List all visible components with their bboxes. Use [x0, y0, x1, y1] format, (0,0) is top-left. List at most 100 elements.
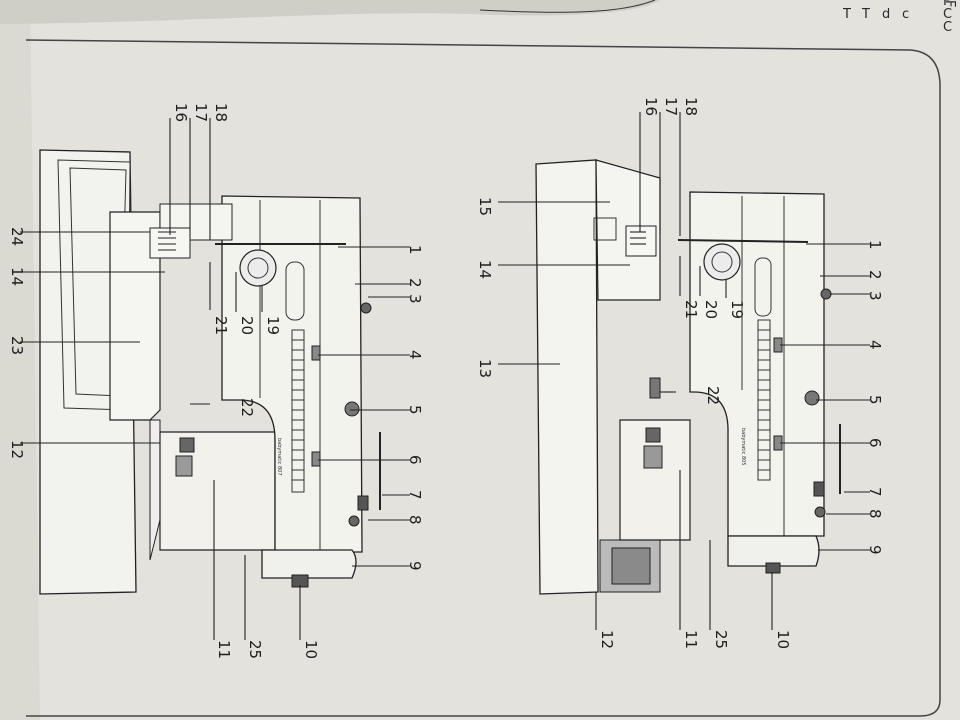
callout-label: 23: [8, 336, 26, 355]
presser-foot: [630, 231, 646, 245]
callout-label: 16: [642, 97, 660, 116]
tension-dial: [703, 243, 741, 281]
callout-label: 5: [406, 405, 424, 415]
callout-label: 20: [702, 300, 720, 319]
callout-label: 11: [682, 630, 700, 649]
callout-label: 12: [8, 440, 26, 459]
callout-label: 25: [246, 640, 264, 659]
fold-curve: [479, 0, 656, 13]
motor-vent: [611, 547, 651, 585]
stitch-selector-panel: [291, 329, 305, 493]
free-arm: [109, 211, 161, 421]
callout-label: 6: [406, 455, 424, 465]
callout-labels-807: 1 2 3 4 5 6 7 8 9 10 11 12 14 16 17 18 1…: [8, 103, 424, 659]
spool-pin: [179, 437, 195, 453]
thread-window: [285, 261, 305, 321]
handwheel: [727, 535, 820, 567]
knob-3: [820, 288, 832, 300]
edge-char: T: [861, 7, 870, 22]
needle-assembly: [625, 225, 657, 257]
callout-label: 2: [406, 278, 424, 288]
edge-char: T: [842, 7, 851, 22]
callout-label: 4: [406, 350, 424, 360]
stitch-selector-cells: [292, 339, 304, 481]
callout-label: 6: [866, 438, 884, 448]
callout-label: 22: [704, 386, 722, 405]
callout-label: 10: [302, 640, 320, 659]
callout-label: 8: [406, 515, 424, 525]
callout-label: 19: [264, 316, 282, 335]
thread-window: [754, 257, 772, 317]
knob-8: [348, 515, 360, 527]
callout-label: 10: [774, 630, 792, 649]
callout-label: 22: [238, 398, 256, 417]
tension-dial-inner: [711, 251, 733, 273]
spool-pin: [645, 427, 661, 443]
knob-8: [814, 506, 826, 518]
knob-3: [360, 302, 372, 314]
knob-5: [804, 390, 820, 406]
page-shadow: [0, 0, 40, 720]
callout-label: 14: [8, 267, 26, 286]
callout-label: 1: [406, 245, 424, 255]
callout-label: 18: [682, 97, 700, 116]
callout-label: 9: [406, 561, 424, 571]
callout-label: 3: [406, 294, 424, 304]
callout-label: 16: [172, 103, 190, 122]
knob-5: [344, 401, 360, 417]
callout-label: 25: [712, 630, 730, 649]
callout-label: 5: [866, 395, 884, 405]
callout-label: 2: [866, 270, 884, 280]
callout-lines-805: [498, 112, 870, 630]
machine-column: [619, 419, 691, 541]
machine-column: [159, 431, 276, 551]
edge-text: F: [942, 0, 957, 7]
callout-label: 20: [238, 316, 256, 335]
callout-lines-807: [20, 118, 410, 640]
model-mark: babymatic 805: [740, 428, 746, 466]
accessory-box-window: [593, 217, 617, 241]
callout-label: 12: [598, 630, 616, 649]
lever-7: [357, 495, 369, 511]
stitch-selector-cells: [758, 329, 770, 471]
edge-char: d: [882, 7, 890, 22]
panel-border: [25, 39, 941, 717]
callout-label: 17: [662, 97, 680, 116]
handwheel: [261, 549, 357, 579]
thread-guide-bar: [677, 239, 809, 243]
callout-label: 8: [866, 509, 884, 519]
stitch-slider-6: [311, 451, 321, 467]
callout-label: 13: [476, 359, 494, 378]
bobbin-winder: [175, 455, 193, 477]
presser-foot: [158, 231, 176, 251]
edge-char: C: [943, 20, 952, 35]
bobbin-winder: [643, 445, 663, 469]
edge-char: F: [942, 0, 957, 7]
callout-label: 7: [866, 487, 884, 497]
edge-char: C: [943, 7, 952, 22]
clutch-knob: [765, 562, 781, 574]
lever-7: [813, 481, 825, 497]
machine-flatbed: [535, 159, 599, 595]
callout-label: 18: [212, 103, 230, 122]
page-fold: [0, 0, 660, 24]
callout-label: 7: [406, 490, 424, 500]
callout-label: 21: [212, 316, 230, 335]
model-mark: babymatic 807: [276, 438, 282, 476]
callout-label: 3: [866, 291, 884, 301]
callout-label: 21: [682, 300, 700, 319]
callout-label: 24: [8, 227, 26, 246]
callout-label: 11: [215, 640, 233, 659]
edge-char: F: [943, 0, 950, 9]
callout-label: 17: [192, 103, 210, 122]
sewing-machine-807-diagram: babymatic 807: [39, 149, 381, 595]
edge-char: c: [902, 7, 909, 22]
callout-label: 1: [866, 240, 884, 250]
tension-dial: [239, 249, 277, 287]
stitch-slider-4: [311, 345, 321, 361]
callout-label: 19: [728, 300, 746, 319]
callout-label: 4: [866, 340, 884, 350]
callout-label: 9: [866, 545, 884, 555]
tension-dial-inner: [247, 257, 269, 279]
